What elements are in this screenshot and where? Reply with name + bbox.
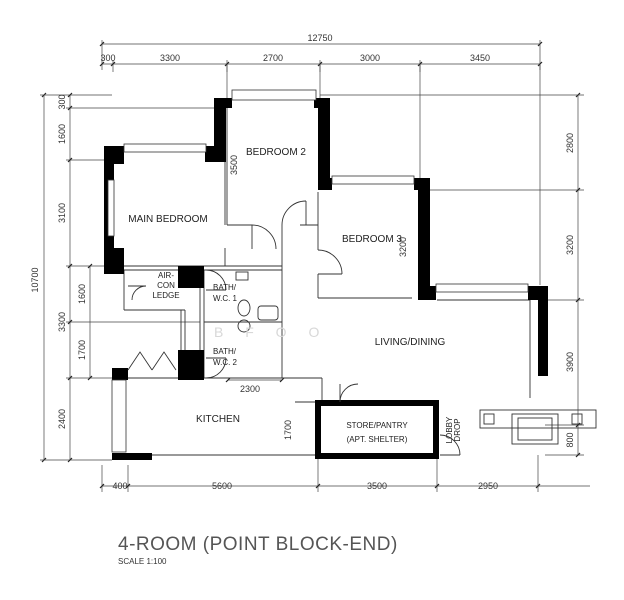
dim-top-3300: 3300 [160, 53, 180, 63]
dim-top-3000: 3000 [360, 53, 380, 63]
dim-left-300: 300 [57, 94, 67, 109]
dim-left-1600b: 1600 [77, 284, 87, 304]
label-bath-2-line1: BATH/ [213, 347, 237, 356]
store-walls [315, 400, 439, 459]
doors [127, 200, 461, 456]
dimension-labels: 12750 300 3300 2700 3000 3450 10700 300 … [30, 33, 575, 491]
label-kitchen: KITCHEN [196, 414, 240, 425]
dim-right-3200: 3200 [565, 235, 575, 255]
label-living-dining: LIVING/DINING [375, 337, 446, 348]
label-drop: DROP [453, 418, 462, 441]
label-bath-1-line2: W.C. 1 [213, 294, 238, 303]
dim-top-total: 12750 [307, 33, 332, 43]
dim-right-800: 800 [565, 432, 575, 447]
label-aircon-line2: CON [157, 281, 175, 290]
dim-bedroom2-3500: 3500 [229, 155, 239, 175]
label-apt-shelter: (APT. SHELTER) [347, 435, 408, 444]
dim-top-3450: 3450 [470, 53, 490, 63]
dim-left-total: 10700 [30, 267, 40, 292]
room-labels: BEDROOM 2 BEDROOM 3 MAIN BEDROOM AIR- CO… [128, 147, 462, 444]
dimension-lines [40, 40, 590, 492]
dim-left-1600a: 1600 [57, 124, 67, 144]
plan-scale: SCALE 1:100 [118, 557, 167, 566]
dim-right-3900: 3900 [565, 352, 575, 372]
dim-left-3300: 3300 [57, 312, 67, 332]
dim-left-2400: 2400 [57, 409, 67, 429]
dim-bottom-400: 400 [112, 481, 127, 491]
label-aircon-line3: LEDGE [152, 291, 179, 300]
label-bath-1-line1: BATH/ [213, 283, 237, 292]
dim-left-1700: 1700 [77, 340, 87, 360]
plan-title: 4-ROOM (POINT BLOCK-END) [118, 534, 398, 555]
label-bedroom-2: BEDROOM 2 [246, 147, 306, 158]
dim-bedroom3-3200: 3200 [398, 237, 408, 257]
dim-kitchen-2300: 2300 [240, 384, 260, 394]
dim-top-2700: 2700 [263, 53, 283, 63]
label-bedroom-3: BEDROOM 3 [342, 234, 402, 245]
bath-fixtures [235, 271, 279, 333]
dim-bottom-3500: 3500 [367, 481, 387, 491]
windows [107, 89, 529, 453]
dim-left-3100: 3100 [57, 203, 67, 223]
watermark: B F O O [214, 324, 328, 340]
label-bath-2-line2: W.C. 2 [213, 358, 238, 367]
dim-right-2800: 2800 [565, 133, 575, 153]
dim-kitchen-1700: 1700 [283, 420, 293, 440]
label-main-bedroom: MAIN BEDROOM [128, 214, 207, 225]
lift-lobby [479, 409, 597, 445]
dim-bottom-2950: 2950 [478, 481, 498, 491]
label-lobby: LOBBY [445, 416, 454, 443]
dim-top-300: 300 [100, 53, 115, 63]
label-aircon-line1: AIR- [158, 271, 174, 280]
label-store-pantry: STORE/PANTRY [346, 421, 408, 430]
dim-bottom-5600: 5600 [212, 481, 232, 491]
